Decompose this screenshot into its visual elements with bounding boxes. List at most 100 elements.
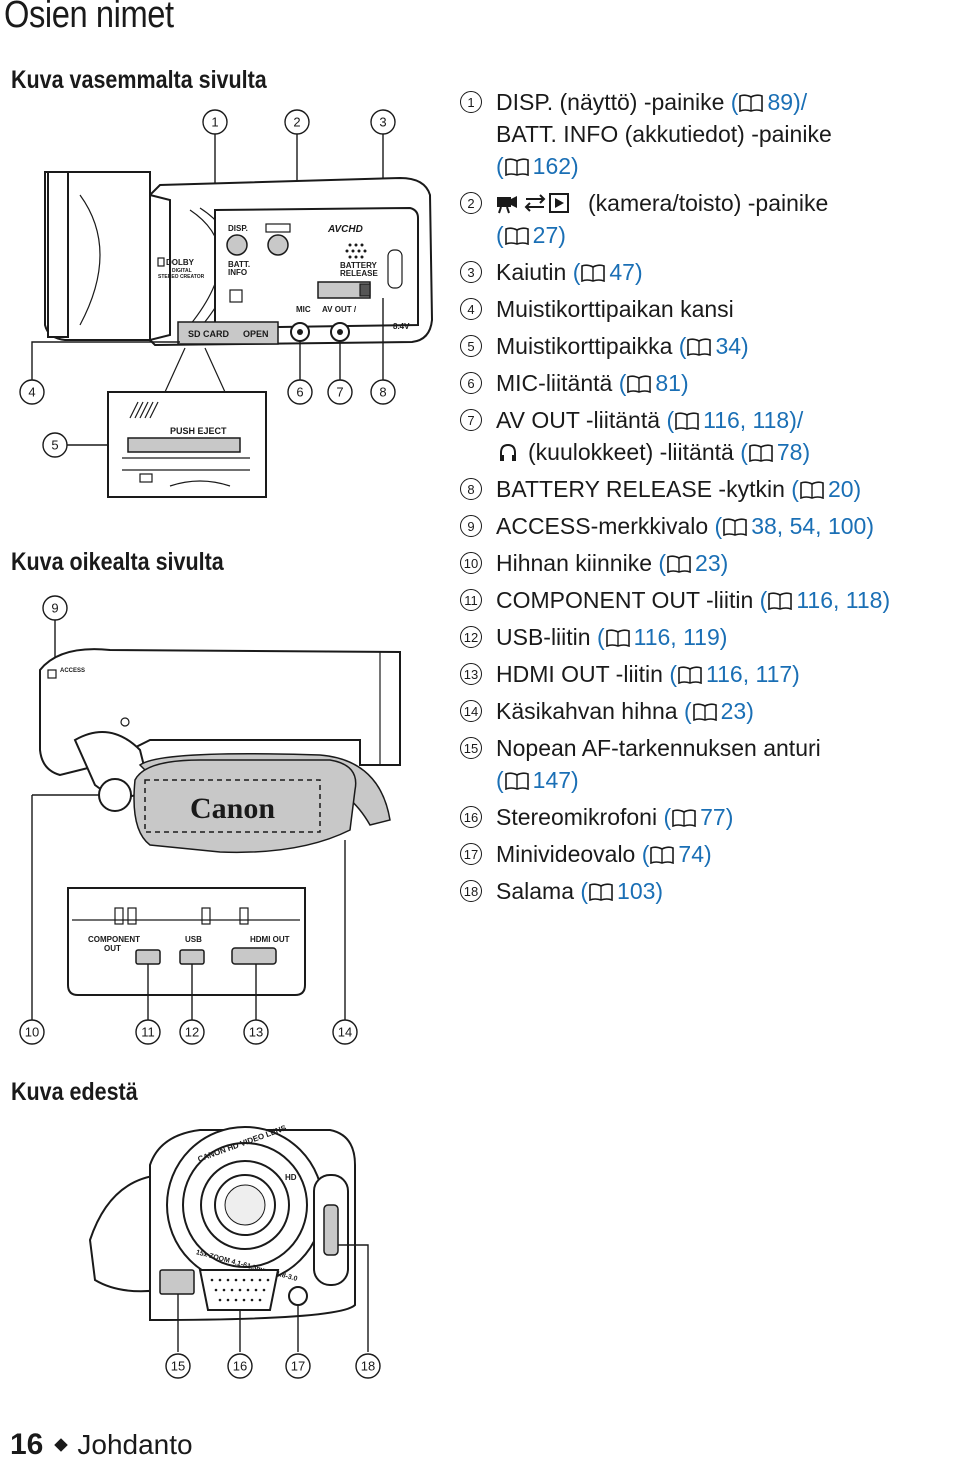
section-heading-right: Kuva oikealta sivulta xyxy=(11,548,224,576)
svg-text:8: 8 xyxy=(379,385,386,400)
book-icon xyxy=(504,227,529,245)
page-reference-link[interactable]: 116, 119 xyxy=(633,624,720,650)
page-reference-link[interactable]: 38, 54, 100 xyxy=(751,513,867,539)
svg-text:14: 14 xyxy=(338,1025,352,1040)
headphones-icon xyxy=(500,443,516,461)
legend-number: 13 xyxy=(460,663,482,685)
svg-text:1: 1 xyxy=(211,115,218,130)
page-reference-link[interactable]: 23 xyxy=(720,698,747,724)
book-icon xyxy=(739,94,764,112)
page-reference-link[interactable]: 20 xyxy=(827,476,854,502)
legend-label: BATT. INFO (akkutiedot) -painike xyxy=(496,121,832,147)
svg-text:2: 2 xyxy=(293,115,300,130)
figure-left-side: 1 2 3 DOLBY DIGITAL STEREO CREATOR DISP.… xyxy=(19,109,434,498)
page-reference-link[interactable]: 81 xyxy=(655,370,681,396)
legend-tail: ) xyxy=(571,767,579,793)
svg-text:OUT: OUT xyxy=(104,944,121,953)
book-icon xyxy=(605,629,630,647)
legend-label: Nopean AF-tarkennuksen anturi xyxy=(496,735,821,761)
legend-tail: )/ xyxy=(793,89,808,115)
page-reference-link[interactable]: 23 xyxy=(695,550,721,576)
legend-label: Kaiutin xyxy=(496,259,573,285)
legend-number: 16 xyxy=(460,806,482,828)
callout-12: 12 xyxy=(179,1019,205,1045)
page-reference-link[interactable]: 103 xyxy=(617,878,656,904)
legend-tail: ) xyxy=(704,841,712,867)
callout-2: 2 xyxy=(284,109,310,135)
legend-item: (147) xyxy=(460,764,956,796)
book-icon xyxy=(581,264,606,282)
legend-label: Muistikorttipaikan kansi xyxy=(496,296,734,322)
legend-label: Minivideovalo xyxy=(496,841,642,867)
legend-label: HDMI OUT -liitin xyxy=(496,661,670,687)
figure-front: CANON HD VIDEO LENS 15x ZOOM 4.1-61.5mm … xyxy=(88,1123,381,1379)
legend-tail: )/ xyxy=(789,407,804,433)
legend-number: 8 xyxy=(460,478,482,500)
page-reference-link[interactable]: 78 xyxy=(776,439,803,465)
page-reference-link[interactable]: 27 xyxy=(532,222,559,248)
legend-label: Salama xyxy=(496,878,581,904)
page-reference-link[interactable]: 162 xyxy=(532,153,572,179)
page-reference-link[interactable]: 116, 117 xyxy=(706,661,793,687)
legend-label: BATTERY RELEASE -kytkin xyxy=(496,476,792,502)
section-heading-left: Kuva vasemmalta sivulta xyxy=(11,66,267,94)
svg-text:HD: HD xyxy=(285,1173,297,1182)
legend-label: Muistikorttipaikka xyxy=(496,333,679,359)
callout-10: 10 xyxy=(19,1019,45,1045)
callout-17: 17 xyxy=(285,1353,311,1379)
page-reference-link[interactable]: 116, 118 xyxy=(796,587,883,613)
legend-label: Stereomikrofoni xyxy=(496,804,664,830)
legend-tail: ) xyxy=(720,550,729,576)
book-icon xyxy=(678,666,702,684)
legend-item: (27) xyxy=(460,219,956,251)
legend-tail: ) xyxy=(725,804,734,830)
book-icon xyxy=(672,809,696,827)
legend-number: 12 xyxy=(460,626,482,648)
legend-item: (162) xyxy=(460,150,956,182)
page-reference-link[interactable]: 89 xyxy=(767,89,794,115)
callout-6: 6 xyxy=(287,379,313,405)
legend-number: 10 xyxy=(460,552,482,574)
page-reference-link[interactable]: 47 xyxy=(609,259,635,285)
legend-label: ( xyxy=(496,222,504,248)
page-reference-link[interactable]: 77 xyxy=(700,804,726,830)
legend-number: 2 xyxy=(460,192,482,214)
svg-text:5: 5 xyxy=(51,438,58,453)
page-reference-link[interactable]: 147 xyxy=(532,767,572,793)
legend-label: Hihnan kiinnike xyxy=(496,550,659,576)
svg-text:HDMI OUT: HDMI OUT xyxy=(250,935,290,944)
legend-item: (kuulokkeet) -liitäntä (78) xyxy=(460,436,956,468)
legend-tail: ) xyxy=(882,587,891,613)
svg-text:16: 16 xyxy=(233,1359,247,1374)
svg-text:11: 11 xyxy=(141,1025,155,1040)
svg-text:7: 7 xyxy=(336,385,343,400)
page-reference-link[interactable]: 74 xyxy=(678,841,705,867)
svg-text:12: 12 xyxy=(185,1025,199,1040)
book-icon xyxy=(650,846,675,864)
page-reference-link[interactable]: 116, 118 xyxy=(703,407,790,433)
page-footer: 16 Johdanto xyxy=(10,1428,193,1460)
book-icon xyxy=(504,772,529,790)
callout-3: 3 xyxy=(370,109,396,135)
svg-text:15: 15 xyxy=(171,1359,185,1374)
page-reference-link[interactable]: 34 xyxy=(715,333,742,359)
legend-label: ( xyxy=(496,153,504,179)
legend-item: BATT. INFO (akkutiedot) -painike xyxy=(460,118,956,150)
svg-text:OPEN: OPEN xyxy=(243,329,269,339)
svg-text:17: 17 xyxy=(291,1359,305,1374)
page-number: 16 xyxy=(10,1428,44,1460)
callout-9: 9 xyxy=(42,595,68,621)
svg-text:13: 13 xyxy=(249,1025,263,1040)
callout-15: 15 xyxy=(165,1353,191,1379)
